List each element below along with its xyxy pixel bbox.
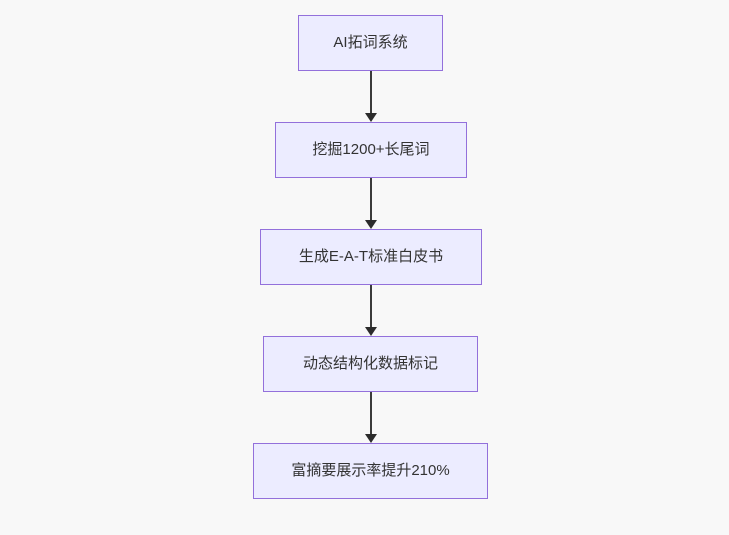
arrow-head-down-icon (365, 327, 377, 336)
flow-edge-3 (364, 285, 378, 336)
arrow-head-down-icon (365, 220, 377, 229)
flow-node-label: 挖掘1200+长尾词 (312, 141, 430, 158)
flow-node-label: AI拓词系统 (333, 34, 408, 51)
flow-node-label: 富摘要展示率提升210% (291, 462, 450, 479)
flow-node-generate-eat-whitepaper: 生成E-A-T标准白皮书 (260, 229, 482, 285)
flow-node-ai-word-expansion-system: AI拓词系统 (298, 15, 443, 71)
flow-node-mine-longtail-keywords: 挖掘1200+长尾词 (275, 122, 467, 178)
flow-edge-4 (364, 392, 378, 443)
flow-node-label: 生成E-A-T标准白皮书 (298, 248, 444, 265)
flow-edge-1 (364, 71, 378, 122)
arrow-shaft (370, 178, 372, 221)
arrow-shaft (370, 392, 372, 435)
flow-node-rich-snippet-rate-increase: 富摘要展示率提升210% (253, 443, 488, 499)
arrow-head-down-icon (365, 113, 377, 122)
arrow-shaft (370, 285, 372, 328)
flow-node-dynamic-structured-data-markup: 动态结构化数据标记 (263, 336, 478, 392)
arrow-head-down-icon (365, 434, 377, 443)
arrow-shaft (370, 71, 372, 114)
flow-edge-2 (364, 178, 378, 229)
flow-node-label: 动态结构化数据标记 (302, 355, 438, 372)
